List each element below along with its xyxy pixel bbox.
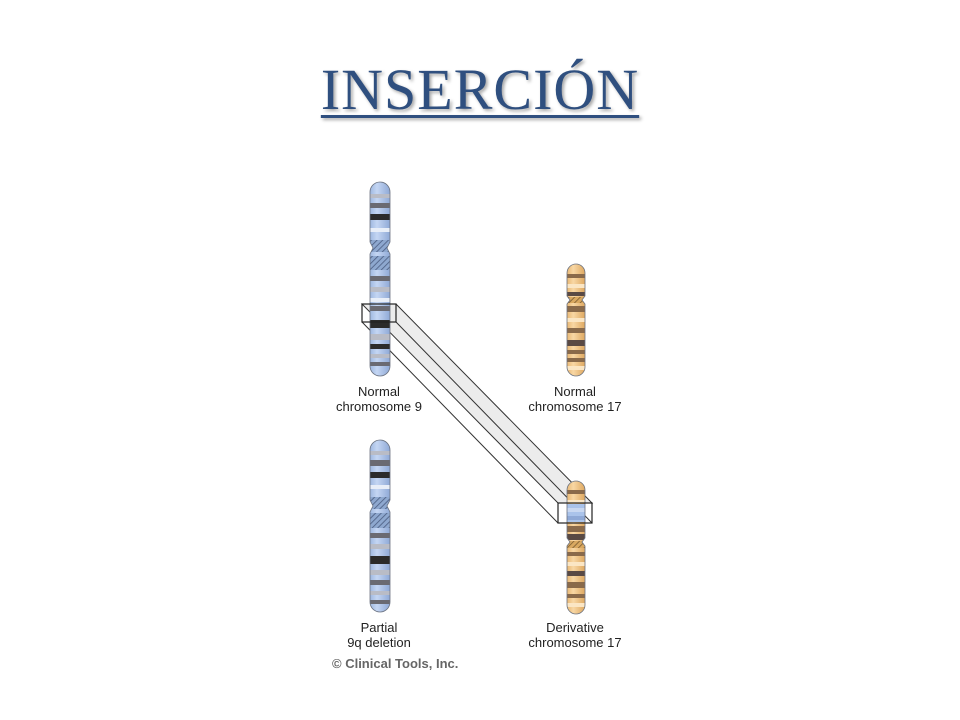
normal-chromosome-9 [369,181,391,377]
chr9-band [370,203,390,208]
chr9-band [370,246,390,252]
chr17-band [567,328,585,333]
page-title: INSERCIÓN [320,57,640,122]
chr9del-band [370,513,390,528]
chr9-band [370,306,390,311]
chr9-band [370,228,390,232]
chr17der-band [567,534,585,540]
chr9del-band [370,472,390,478]
chr17der-band [567,508,585,512]
chr17der-band [567,552,585,556]
chr9-band [370,298,390,302]
chr9del-band [370,600,390,604]
chr9del-band [370,485,390,489]
normal-chromosome-17 [566,263,586,377]
chr17der-band [567,516,585,520]
chr17der-band [567,571,585,576]
insertion-region-box-chr17 [557,502,593,524]
chr9-band [370,354,390,358]
chr17der-band [567,603,585,607]
chr9del-band [370,503,390,509]
chr17-band [567,340,585,346]
chr9del-band [370,544,390,549]
chr9del-band [370,497,390,503]
chr9del-band [370,580,390,585]
chr9del-band [370,451,390,455]
chr9-band [370,240,390,246]
chr17-band [567,358,585,362]
chr9-band [370,256,390,270]
chr9-band [370,276,390,281]
chr9-band [370,287,390,292]
chr9-band [370,320,390,328]
chr9del-band [370,533,390,538]
chr17der-band [567,541,585,548]
chr9-band [370,334,390,340]
chr9-band [370,214,390,220]
chr9del-band [370,591,390,595]
chr17der-band [567,594,585,598]
chr9del-band [370,556,390,564]
chr9-band [370,194,390,198]
chr17-band [567,366,585,370]
partial-9q-deletion-chromosome [369,439,391,613]
chr17-band [567,292,585,296]
chr17-band [567,306,585,312]
insertion-region-box-chr9 [361,303,397,323]
chr17-band [567,350,585,354]
chr17-band [567,274,585,278]
chr9-band [370,344,390,349]
chr9-band [370,362,390,366]
chr17der-band [567,500,585,503]
chr17der-band [567,526,585,532]
chr9del-band [370,570,390,575]
chr17-band [567,284,585,288]
derivative-chromosome-17 [566,480,586,615]
chr17der-band [567,582,585,588]
chr9del-band [370,460,390,466]
chr17der-band [567,490,585,494]
chr17-band [567,318,585,322]
copyright-notice: © Clinical Tools, Inc. [332,656,459,671]
chr17-band [567,297,585,303]
chr17der-band [567,562,585,566]
